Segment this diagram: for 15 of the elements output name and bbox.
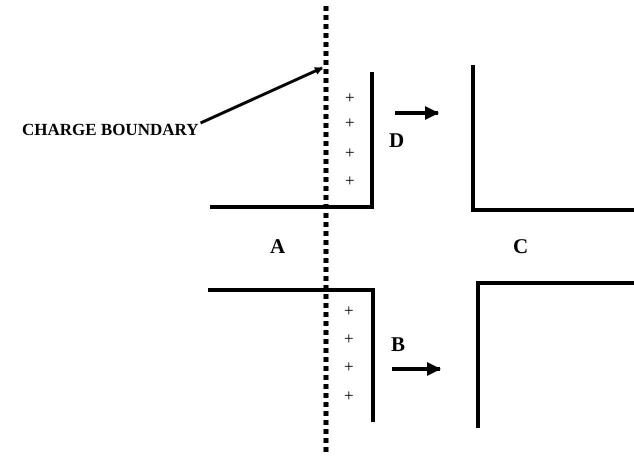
plus-sign: + [345, 114, 355, 131]
plus-sign: + [344, 387, 354, 404]
leader-line [200, 66, 323, 124]
charge-boundary-line [324, 6, 328, 455]
plus-sign: + [344, 358, 354, 375]
plus-sign: + [345, 172, 355, 189]
region-letter: C [513, 236, 528, 257]
plus-sign: + [344, 330, 354, 347]
plus-sign: + [344, 302, 354, 319]
plus-sign: + [345, 144, 355, 161]
region-letter: D [389, 130, 404, 151]
region-letter: A [270, 236, 286, 257]
boundary-label: CHARGE BOUNDARY [22, 121, 198, 138]
region-letter: B [391, 334, 406, 355]
plus-sign: + [345, 89, 355, 106]
